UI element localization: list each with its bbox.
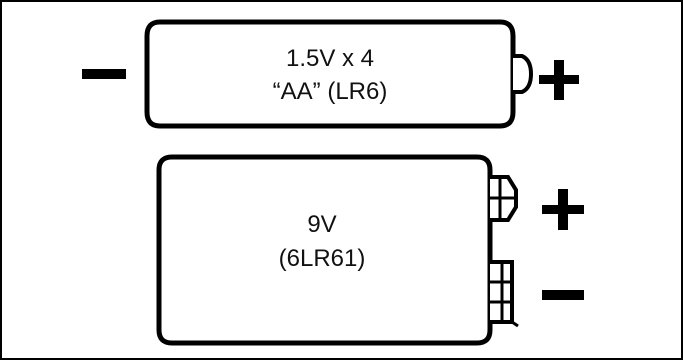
- nine-volt-label-type: (6LR61): [279, 245, 366, 272]
- nine-volt-negative-terminal: [490, 262, 518, 326]
- nine-volt-minus-sign: [542, 290, 584, 300]
- aa-plus-sign-v: [554, 60, 564, 100]
- nine-volt-battery: 9V (6LR61): [159, 157, 584, 343]
- aa-label-voltage: 1.5V x 4: [286, 45, 374, 72]
- aa-battery-body: [147, 22, 513, 126]
- aa-positive-terminal: [513, 56, 531, 92]
- aa-label-type: “AA” (LR6): [273, 78, 388, 105]
- aa-minus-sign: [82, 69, 126, 79]
- nine-volt-plus-sign-v: [558, 189, 568, 230]
- nine-volt-positive-terminal: [490, 177, 516, 220]
- nine-volt-label-voltage: 9V: [307, 211, 336, 238]
- aa-battery: 1.5V x 4 “AA” (LR6): [82, 22, 579, 126]
